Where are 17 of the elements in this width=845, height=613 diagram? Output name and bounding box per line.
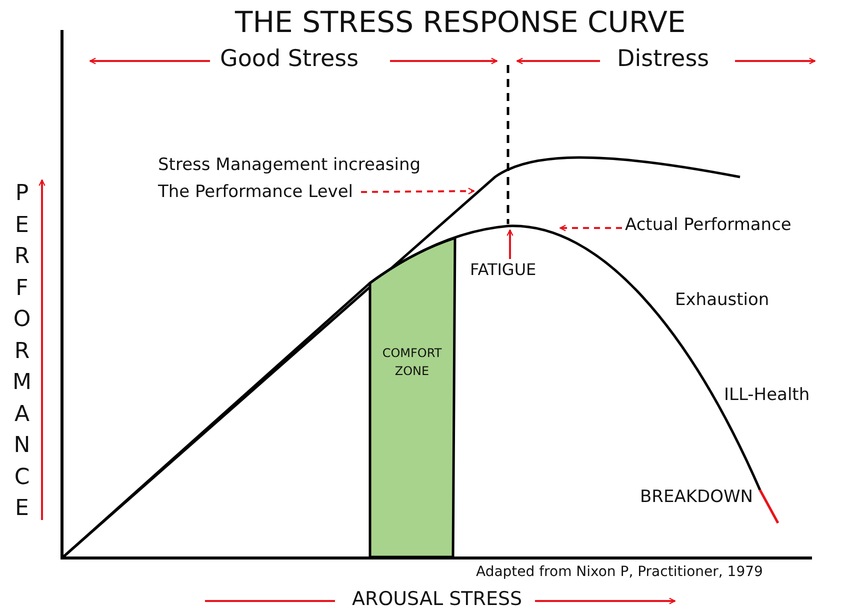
zone-label: COMFORT ZONE	[373, 344, 451, 380]
annotation-text: Stress Management increasing The Performance Level	[158, 152, 443, 206]
span-label: Good Stress	[220, 46, 359, 72]
stage-label: BREAKDOWN	[640, 488, 753, 508]
caption: Adapted from Nixon P, Practitioner, 1979	[476, 564, 763, 580]
annotation-text: Actual Performance	[625, 216, 792, 236]
stage-label: ILL-Health	[724, 386, 810, 406]
stage-label: Exhaustion	[675, 291, 770, 311]
annotation-text: FATIGUE	[470, 261, 536, 280]
leader-arrow	[559, 224, 622, 232]
arrow	[506, 229, 514, 259]
span-label: Distress	[617, 46, 710, 72]
axis-label: PERFORMANCE	[12, 180, 32, 523]
title: THE STRESS RESPONSE CURVE	[235, 6, 686, 40]
comfort-zone-band	[368, 236, 456, 558]
leader-arrow	[361, 188, 475, 194]
axis-label: AROUSAL STRESS	[352, 589, 522, 611]
